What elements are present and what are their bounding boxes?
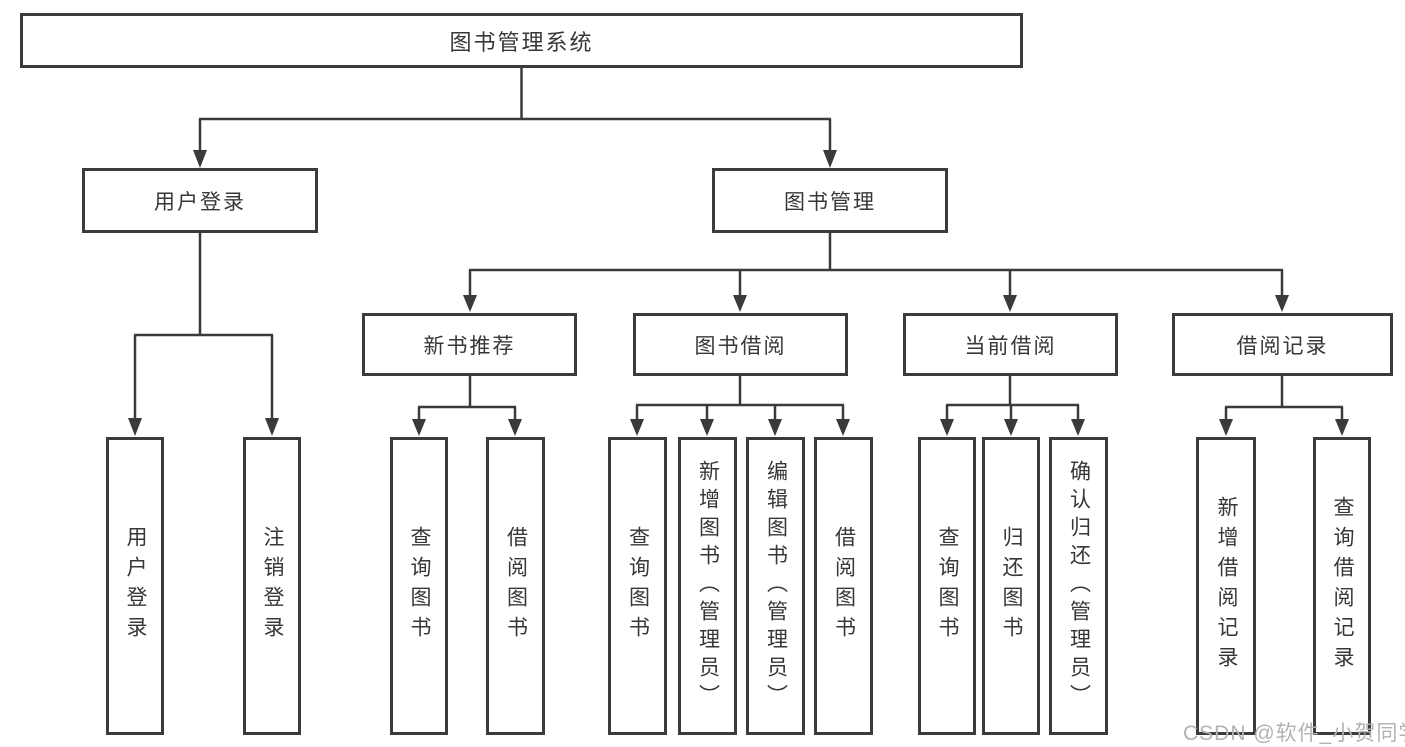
leaf-return-books: 归还图书 bbox=[982, 437, 1040, 735]
node-borrowing-records: 借阅记录 bbox=[1172, 313, 1393, 376]
leaf-add-books-admin: 新增图书（管理员） bbox=[678, 437, 737, 735]
leaf-query-borrow-record: 查询借阅记录 bbox=[1313, 437, 1371, 735]
leaf-newrec-query-books: 查询图书 bbox=[390, 437, 448, 735]
leaf-confirm-return-admin: 确认归还（管理员） bbox=[1049, 437, 1108, 735]
leaf-borrowing-borrow-books: 借阅图书 bbox=[814, 437, 873, 735]
leaf-newrec-borrow-books: 借阅图书 bbox=[486, 437, 545, 735]
node-user-login-group: 用户登录 bbox=[82, 168, 318, 233]
leaf-user-login: 用户登录 bbox=[106, 437, 164, 735]
node-current-borrowing: 当前借阅 bbox=[903, 313, 1118, 376]
node-book-borrowing: 图书借阅 bbox=[633, 313, 848, 376]
node-new-book-recommend: 新书推荐 bbox=[362, 313, 577, 376]
leaf-current-query-books: 查询图书 bbox=[918, 437, 976, 735]
arrowheads bbox=[128, 150, 1349, 436]
leaf-logout: 注销登录 bbox=[243, 437, 301, 735]
node-book-management: 图书管理 bbox=[712, 168, 948, 233]
leaf-borrowing-query-books: 查询图书 bbox=[608, 437, 667, 735]
leaf-edit-books-admin: 编辑图书（管理员） bbox=[746, 437, 805, 735]
node-root-system: 图书管理系统 bbox=[20, 13, 1023, 68]
csdn-watermark: CSDN @软件_小贺同学 bbox=[1183, 722, 1405, 745]
leaf-add-borrow-record: 新增借阅记录 bbox=[1196, 437, 1256, 735]
